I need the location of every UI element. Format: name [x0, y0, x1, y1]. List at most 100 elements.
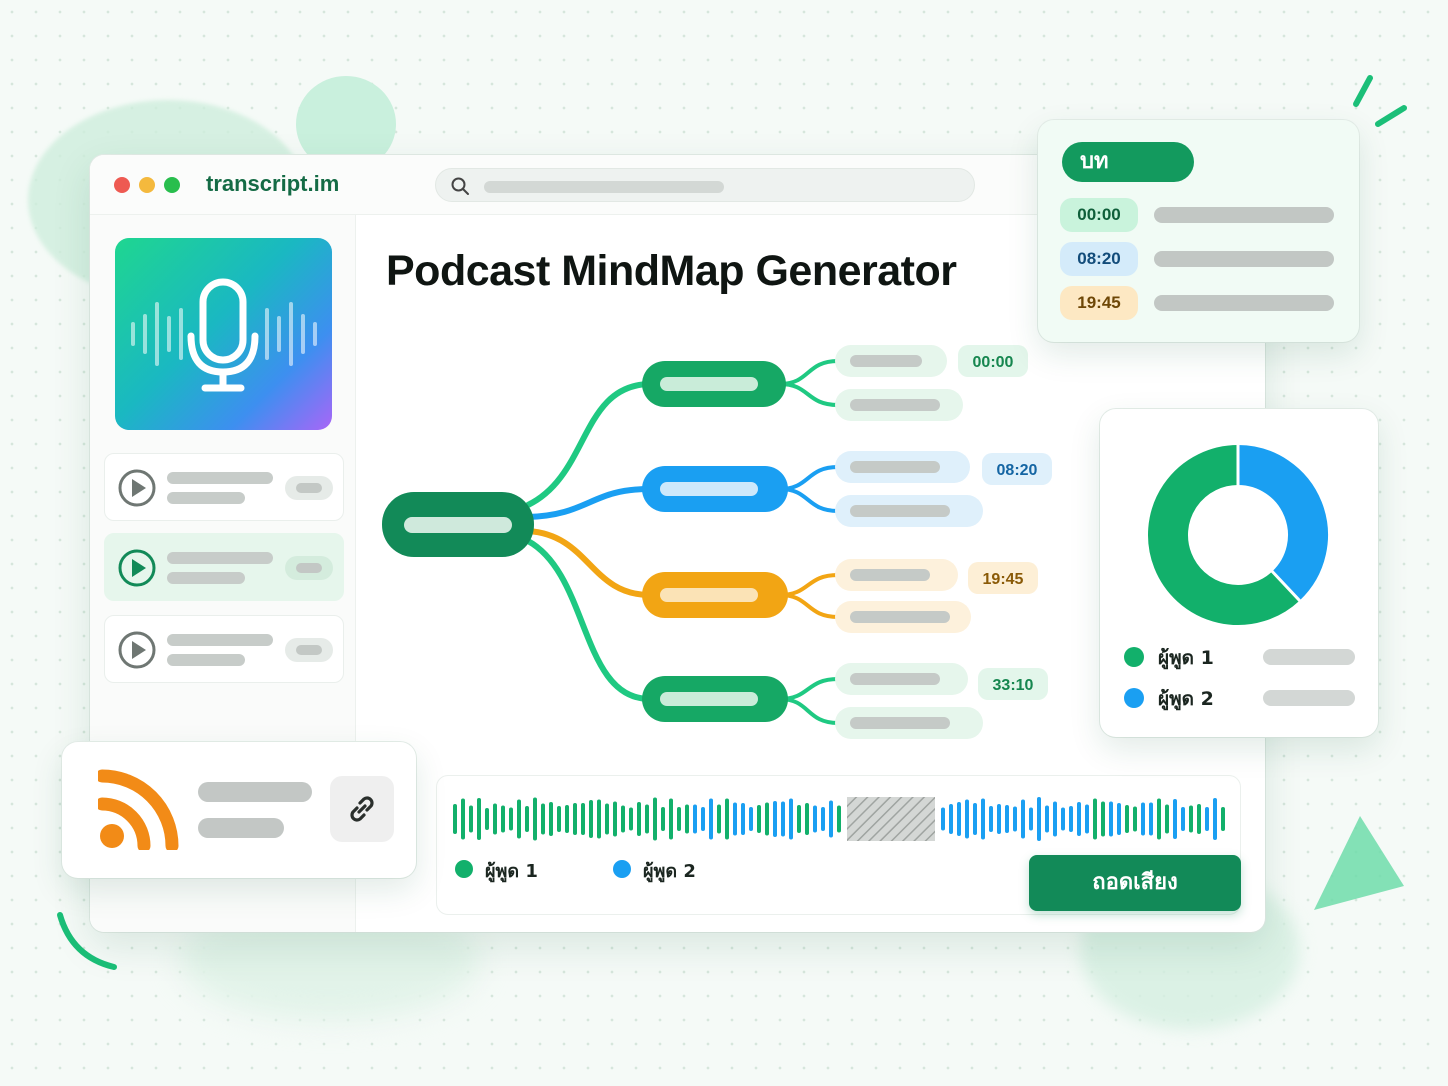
donut-slice-speaker-2	[1237, 445, 1328, 601]
waveform-bar	[1165, 804, 1169, 834]
episode-subtitle-bar	[167, 492, 245, 504]
waveform-bar	[1045, 805, 1049, 833]
episode-item[interactable]	[104, 615, 344, 683]
waveform-bar	[965, 799, 969, 839]
waveform-bar	[661, 807, 665, 831]
decor-arc-icon	[57, 912, 117, 970]
speaker-donut-chart	[1148, 443, 1328, 625]
window-maximize-button[interactable]	[164, 177, 180, 193]
waveform-bar	[1117, 803, 1121, 835]
waveform-bar	[717, 804, 721, 834]
waveform-bar	[1021, 799, 1025, 839]
waveform-bar	[1061, 807, 1065, 831]
waveform-bar	[1221, 807, 1225, 831]
waveform-bar	[1085, 804, 1089, 834]
mindmap: 00:00 08:20 19:45 33:10	[382, 345, 1052, 739]
podcast-cover	[115, 238, 332, 430]
rss-icon	[98, 769, 179, 850]
copy-link-button[interactable]	[330, 776, 394, 842]
mindmap-branch-connector	[525, 538, 653, 702]
chapter-time-chip[interactable]: 08:20	[1060, 242, 1138, 276]
speaker-2-dot	[1124, 688, 1144, 708]
window-close-button[interactable]	[114, 177, 130, 193]
waveform-bar	[597, 799, 601, 839]
waveform-bar	[997, 804, 1001, 834]
waveform-bar	[653, 797, 657, 841]
mindmap-branch-connector	[525, 528, 653, 598]
rss-title-bar	[198, 782, 312, 802]
waveform-bar	[789, 798, 793, 840]
transcribe-button[interactable]: ถอดเสียง	[1029, 855, 1241, 911]
waveform-bar	[621, 805, 625, 833]
mindmap-branch-connector	[525, 381, 653, 508]
chapter-title-bar	[1154, 207, 1334, 223]
waveform-bar	[1157, 798, 1161, 840]
speaker-2-legend-label: ผู้พูด 2	[643, 861, 696, 882]
waveform-bar	[805, 803, 809, 835]
play-icon[interactable]	[117, 630, 157, 670]
waveform-bar	[981, 798, 985, 840]
waveform-bar	[749, 807, 753, 831]
play-icon[interactable]	[117, 548, 157, 588]
window-minimize-button[interactable]	[139, 177, 155, 193]
episode-item-active[interactable]	[104, 533, 344, 601]
waveform-bar	[1005, 805, 1009, 833]
waveform-bar	[773, 801, 777, 837]
mindmap-timestamp-badge[interactable]	[968, 562, 1038, 594]
mindmap-timestamp: 33:10	[993, 677, 1034, 694]
episode-subtitle-bar	[167, 572, 245, 584]
waveform-bar	[493, 803, 497, 835]
waveform-bar	[485, 808, 489, 830]
search-input[interactable]	[435, 168, 975, 202]
waveform-bar	[1013, 806, 1017, 832]
mindmap-timestamp: 08:20	[997, 462, 1038, 479]
waveform-bar	[709, 798, 713, 840]
waveform-bar	[525, 806, 529, 832]
episode-item[interactable]	[104, 453, 344, 521]
waveform-bar	[565, 805, 569, 833]
episode-title-bar	[167, 552, 273, 564]
rss-feed-card	[62, 742, 416, 878]
waveform-bar	[509, 807, 513, 831]
episode-duration-pill	[285, 638, 333, 662]
audio-waveform[interactable]	[451, 794, 1227, 844]
chapter-time-chip[interactable]: 00:00	[1060, 198, 1138, 232]
waveform-bar	[589, 800, 593, 838]
mindmap-branch-connector	[525, 486, 653, 520]
site-brand[interactable]: transcript.im	[206, 171, 340, 196]
waveform-bar	[1093, 798, 1097, 840]
waveform-bar	[957, 802, 961, 836]
speaker-1-dot	[1124, 647, 1144, 667]
waveform-bar	[781, 801, 785, 837]
waveform-bar	[637, 802, 641, 836]
waveform-selection[interactable]	[847, 797, 935, 841]
chapter-title-bar	[1154, 251, 1334, 267]
waveform-bar	[533, 797, 537, 841]
search-icon	[451, 177, 469, 195]
waveform-bar	[1029, 807, 1033, 831]
waveform-bar	[1133, 806, 1137, 832]
waveform-bar	[973, 803, 977, 835]
waveform-bar	[557, 806, 561, 832]
mindmap-timestamp-badge[interactable]	[958, 345, 1028, 377]
waveform-bar	[1141, 802, 1145, 836]
waveform-bar	[1189, 805, 1193, 833]
chapters-title: บท	[1062, 142, 1194, 182]
episode-duration-pill	[285, 476, 333, 500]
search-placeholder-bar	[484, 181, 724, 193]
waveform-bar	[813, 805, 817, 833]
waveform-bar	[701, 807, 705, 831]
chapter-time-chip[interactable]: 19:45	[1060, 286, 1138, 320]
play-icon[interactable]	[117, 468, 157, 508]
waveform-bar	[461, 798, 465, 840]
waveform-bar	[765, 802, 769, 836]
speaker-1-legend-label: ผู้พูด 1	[485, 861, 538, 882]
microphone-icon	[131, 278, 317, 392]
waveform-bar	[573, 803, 577, 835]
mindmap-timestamp: 00:00	[973, 354, 1014, 371]
mindmap-timestamp-badge[interactable]	[978, 668, 1048, 700]
waveform-bar	[677, 807, 681, 831]
mindmap-timestamp-badge[interactable]	[982, 453, 1052, 485]
waveform-bar	[1101, 801, 1105, 837]
episode-duration-pill	[285, 556, 333, 580]
